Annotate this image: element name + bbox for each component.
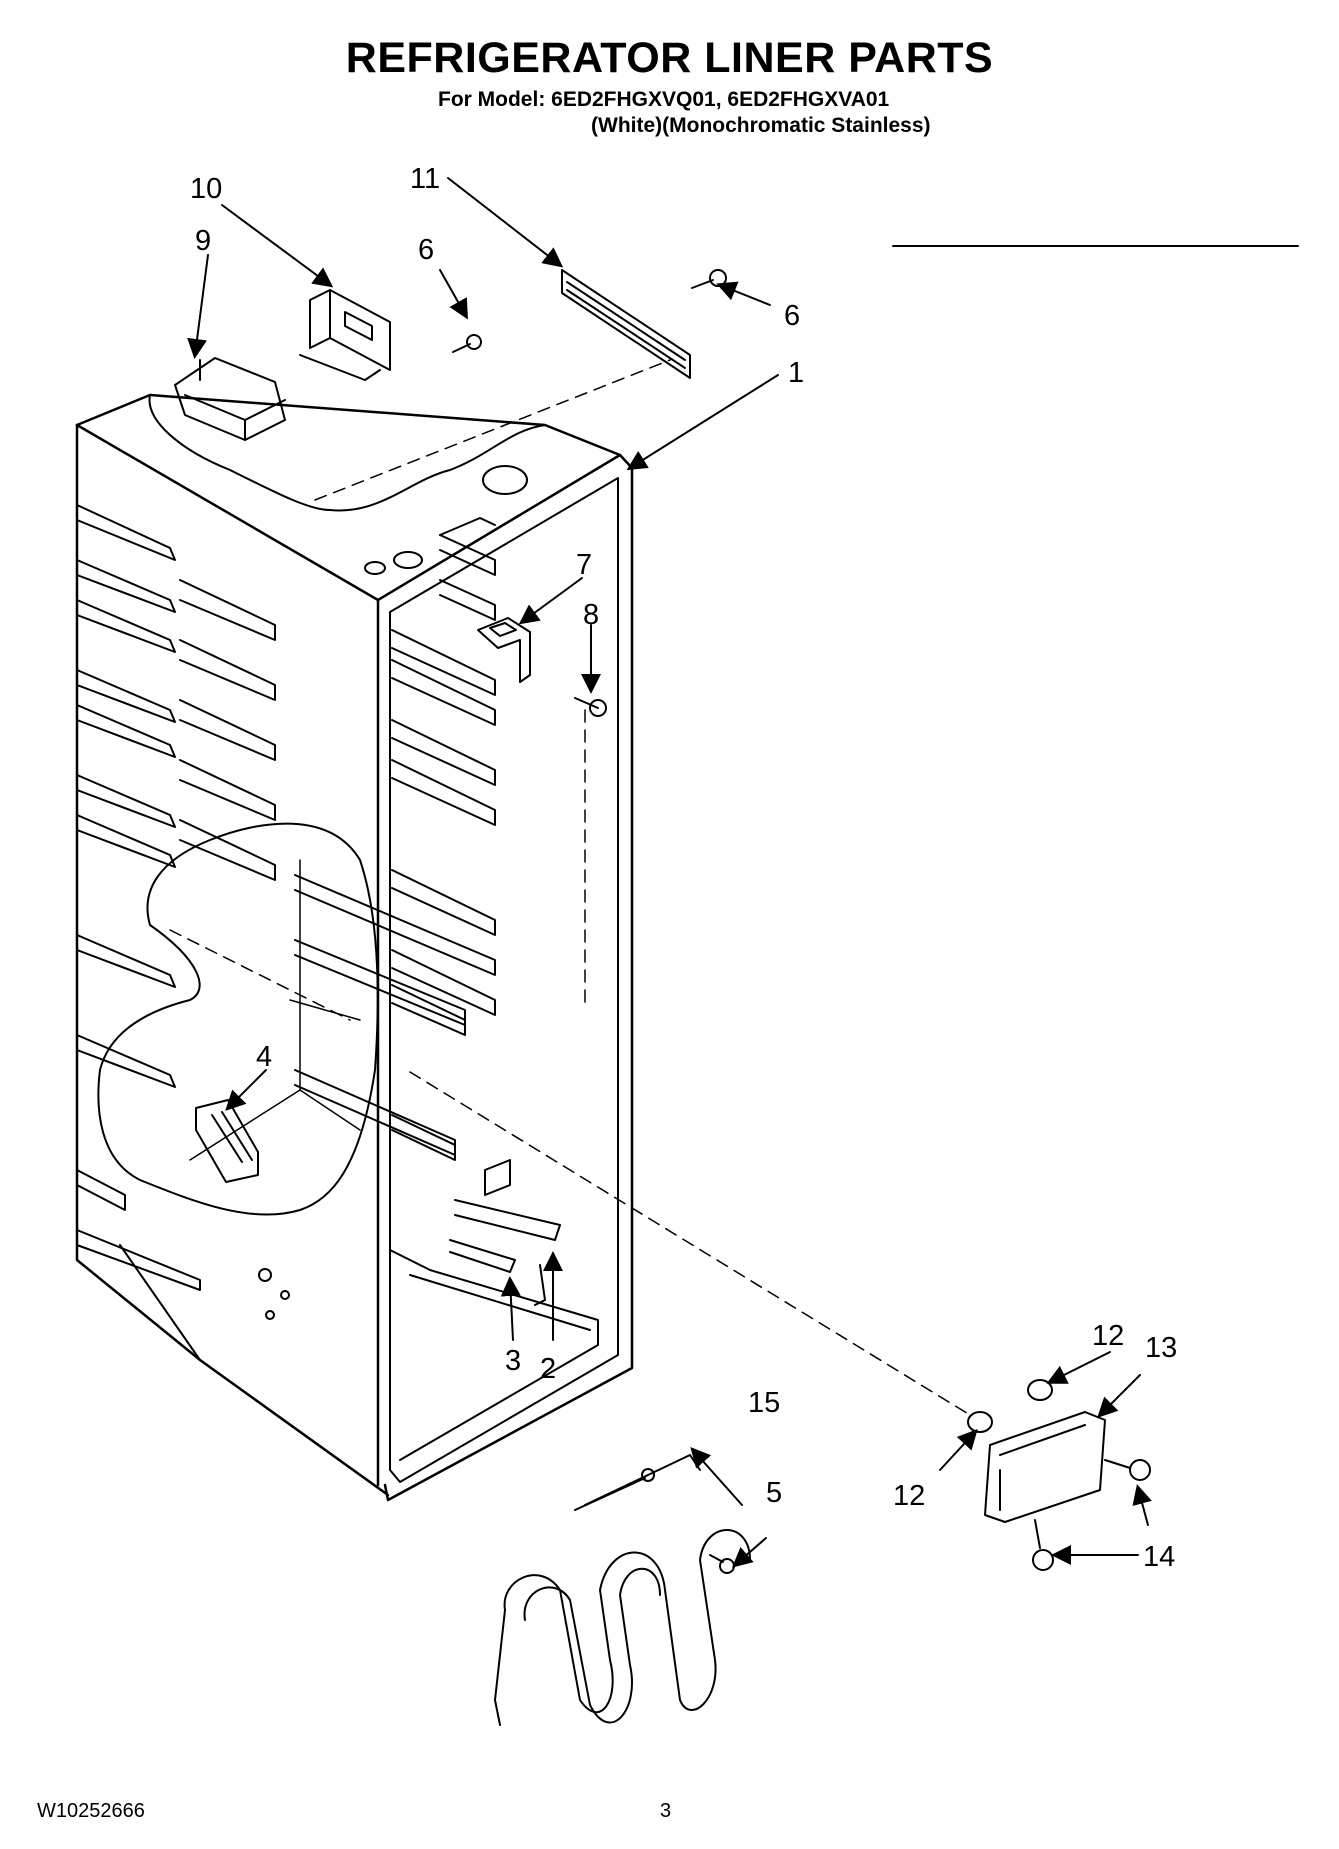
callout-5: 5 [766,1477,782,1509]
callout-6-left: 6 [418,234,434,266]
callout-8: 8 [583,599,599,631]
callout-9: 9 [195,225,211,257]
liner-features [258,465,561,1320]
callout-11: 11 [410,163,440,195]
part-6-screws [452,269,727,353]
callout-12-bottom: 12 [893,1480,925,1512]
part-11-trim-strip [561,269,691,379]
part-14-screws [1032,1459,1151,1571]
callout-12-top: 12 [1092,1320,1124,1352]
part-15-heater [494,1454,751,1726]
callout-1: 1 [788,357,804,389]
part-5-screw [709,1554,735,1574]
part-9-housing [174,357,286,441]
part-8-screw [574,697,607,717]
callout-15: 15 [748,1387,780,1419]
left-shelf-ribs [76,504,276,1291]
page-number: 3 [660,1800,672,1822]
callout-13: 13 [1145,1332,1177,1364]
model-numbers: For Model: 6ED2FHGXVQ01, 6ED2FHGXVA01 [438,88,890,111]
leader-arrows [187,177,1152,1568]
callout-14: 14 [1143,1541,1175,1573]
part-7-bracket [477,617,531,683]
page-title: REFRIGERATOR LINER PARTS [345,34,994,82]
part-10-bracket [299,289,391,381]
callout-3: 3 [505,1345,521,1377]
callout-10: 10 [190,173,222,205]
callout-7: 7 [576,549,592,581]
callout-6-right: 6 [784,300,800,332]
right-shelf-ribs [294,534,496,1161]
document-number: W10252666 [37,1800,145,1822]
model-colors: (White)(Monochromatic Stainless) [591,114,931,137]
part-12-grommets [967,1379,1053,1433]
callout-4: 4 [256,1041,272,1073]
part-4-cover [195,1099,259,1183]
alignment-lines [169,359,971,1416]
callout-numbers: 10 9 11 6 6 1 7 8 4 3 2 12 13 12 14 15 5 [190,163,1177,1573]
liner-cabinet [75,393,634,1502]
callout-2: 2 [540,1353,556,1385]
part-13-housing [984,1411,1106,1523]
